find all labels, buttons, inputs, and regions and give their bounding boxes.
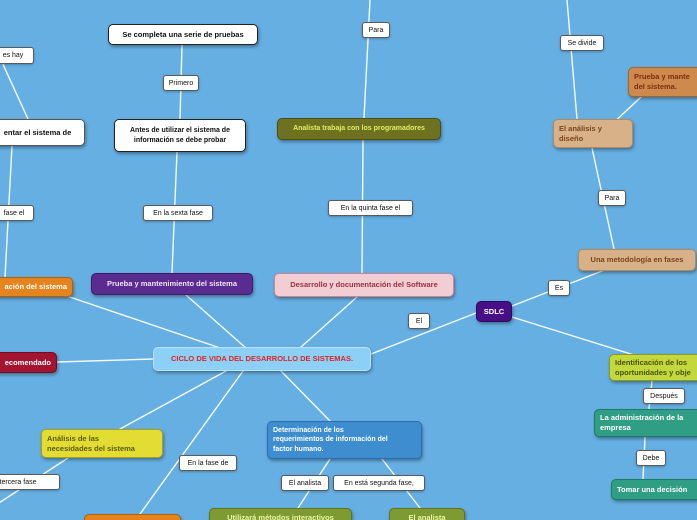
node-serie-pruebas[interactable]: Se completa una serie de pruebas: [108, 24, 258, 45]
edge-label-segunda-fase[interactable]: En está segunda fase,: [333, 475, 425, 491]
edge-label-en-la-fase-de[interactable]: En la fase de: [179, 455, 237, 471]
edge-line: [56, 358, 154, 363]
node-desarrollo-documentacion[interactable]: Desarrollo y documentación del Software: [274, 273, 454, 297]
node-ciclo-vida-central[interactable]: CICLO DE VIDA DEL DESARROLLO DE SISTEMAS…: [153, 347, 371, 371]
node-antes-de-utilizar[interactable]: Antes de utilizar el sistema de informac…: [114, 119, 246, 152]
node-orange-partial[interactable]: [84, 514, 181, 520]
node-analisis-necesidades[interactable]: Análisis de las necesidades del sistema: [41, 429, 163, 458]
edge-label-para-top[interactable]: Para: [362, 22, 390, 38]
node-recomendado-partial[interactable]: ecomendado: [0, 352, 57, 373]
edge-label-el-analista[interactable]: El analista: [281, 475, 329, 491]
edge-label-debe[interactable]: Debe: [636, 450, 666, 466]
node-implementar-sistema-partial[interactable]: entar el sistema de: [0, 119, 85, 146]
node-metodologia-fases[interactable]: Una metodología en fases: [578, 249, 696, 271]
edge-line: [511, 316, 651, 361]
node-el-analista[interactable]: El analista: [389, 508, 465, 520]
edge-line: [139, 370, 244, 515]
node-prueba-mantenimiento[interactable]: Prueba y mantenimiento del sistema: [91, 273, 253, 295]
edge-line: [370, 312, 477, 355]
edge-line: [566, 0, 578, 120]
edge-line: [300, 296, 358, 348]
edge-label-quinta-fase[interactable]: En la quinta fase el: [328, 200, 413, 216]
edge-line: [280, 370, 331, 422]
node-analista-programadores[interactable]: Analista trabaja con los programadores: [277, 118, 441, 140]
node-implementacion-sistema-partial[interactable]: ación del sistema: [0, 277, 73, 297]
node-determinacion-requerimientos[interactable]: Determinación de los requerimientos de i…: [267, 421, 422, 459]
node-analisis-diseno[interactable]: El análisis y diseño: [553, 119, 633, 148]
edge-label-primero[interactable]: Primero: [163, 75, 199, 91]
edge-line: [0, 56, 29, 120]
edge-label-se-divide[interactable]: Se divide: [560, 35, 604, 51]
edge-line: [185, 294, 248, 350]
edge-label-tercera-fase[interactable]: tercera fase: [0, 474, 60, 490]
edge-line: [54, 291, 230, 352]
edge-label-para-right[interactable]: Para: [598, 190, 626, 206]
edge-label-fase-el[interactable]: fase el: [0, 205, 34, 221]
node-sdlc[interactable]: SDLC: [476, 301, 512, 322]
edge-label-sexta-fase[interactable]: En la sexta fase: [143, 205, 213, 221]
edge-line: [363, 0, 371, 119]
node-identificacion-partial[interactable]: Identificación de los oportunidades y ob…: [609, 354, 697, 381]
node-prueba-mantenimiento-partial[interactable]: Prueba y mante del sistema.: [628, 67, 697, 97]
node-tomar-decision[interactable]: Tomar una decisión: [611, 479, 697, 500]
edge-label-despues[interactable]: Después: [643, 388, 685, 404]
edge-label-el[interactable]: El: [408, 313, 430, 329]
edge-line: [119, 370, 227, 430]
node-administracion-empresa[interactable]: La administración de la empresa: [594, 409, 697, 437]
node-metodos-interactivos[interactable]: Utilizará métodos interactivos: [209, 508, 352, 520]
edge-label-es[interactable]: Es: [548, 280, 570, 296]
edge-label-es-hay[interactable]: es hay: [0, 47, 34, 64]
